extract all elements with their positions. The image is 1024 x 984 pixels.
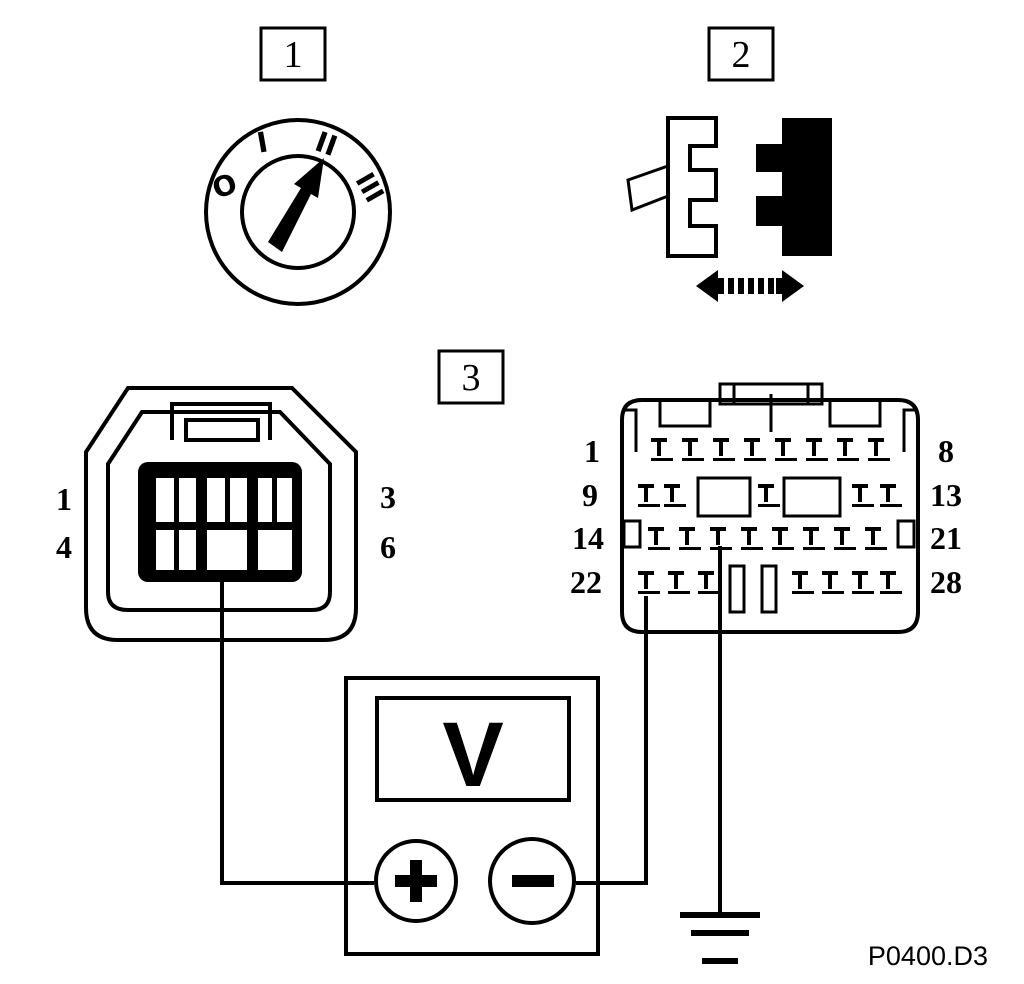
pin-label-13: 13 — [930, 477, 962, 513]
negative-lead-wire — [576, 596, 648, 885]
pin-label-3: 3 — [380, 479, 396, 515]
step-2-box: 2 — [707, 26, 775, 82]
ignition-switch-icon: O I II III — [204, 118, 392, 306]
terminals-row-2 — [638, 484, 902, 507]
connector-6pin: 1 4 3 6 — [56, 386, 396, 642]
positive-terminal — [374, 839, 458, 923]
pin-label-1: 1 — [56, 481, 72, 517]
meter-display-letter: V — [442, 704, 503, 806]
ignition-pos-2: II — [311, 125, 342, 163]
pin-label-22: 22 — [570, 564, 602, 600]
ignition-pos-1: I — [254, 125, 270, 159]
meter-display — [375, 696, 571, 802]
voltmeter-icon: V — [344, 676, 600, 956]
negative-terminal — [488, 837, 576, 925]
connector-28pin: 1 9 14 22 8 13 21 28 — [570, 382, 962, 634]
pin-label-8: 8 — [938, 433, 954, 469]
ignition-pos-0: O — [208, 166, 242, 205]
terminals-row-3 — [648, 527, 887, 550]
step-1-box: 1 — [259, 26, 327, 82]
terminals-row-1 — [651, 438, 890, 461]
step-2-label: 2 — [732, 34, 751, 76]
pin-label-9: 9 — [582, 477, 598, 513]
pin-label-21: 21 — [930, 520, 962, 556]
step-3-box: 3 — [437, 349, 505, 405]
pin-label-28: 28 — [930, 564, 962, 600]
reference-code: P0400.D3 — [868, 941, 988, 971]
step-1-label: 1 — [284, 34, 303, 76]
pin-label-1: 1 — [584, 433, 600, 469]
pin-label-14: 14 — [572, 520, 604, 556]
positive-lead-wire — [220, 578, 374, 885]
pin-label-4: 4 — [56, 529, 72, 565]
step-3-label: 3 — [462, 357, 481, 399]
connector-disconnect-icon — [626, 116, 832, 302]
pin-label-6: 6 — [380, 529, 396, 565]
terminals-row-4 — [638, 571, 902, 594]
ground-icon — [680, 912, 760, 964]
